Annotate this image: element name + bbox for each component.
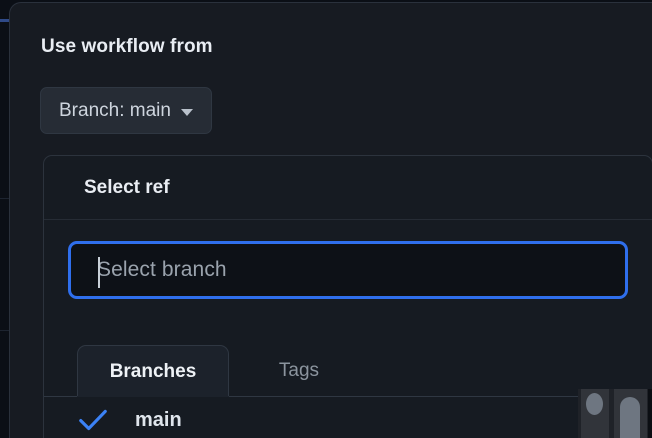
tab-branches[interactable]: Branches <box>77 345 229 397</box>
select-ref-title: Select ref <box>84 177 170 198</box>
chevron-down-icon <box>180 108 193 116</box>
check-icon <box>79 409 107 431</box>
tabs-underline <box>44 396 652 397</box>
backdrop-divider <box>0 330 14 331</box>
ref-tabs: Branches Tags <box>44 341 652 397</box>
tab-tags-label: Tags <box>278 360 320 381</box>
scrollbar-thumb[interactable] <box>620 397 640 438</box>
scrollbar-thumb[interactable] <box>586 393 603 415</box>
scrollbar-edge <box>648 389 652 438</box>
scrollbar-gutter <box>578 389 581 438</box>
branch-list: main <box>44 397 652 438</box>
backdrop-divider <box>0 198 14 199</box>
branch-selector-label: Branch: main <box>59 99 171 121</box>
vertical-scrollbar[interactable] <box>578 389 652 438</box>
list-item[interactable]: main <box>44 397 652 438</box>
use-workflow-from-dialog: Use workflow from Branch: main Select re… <box>9 2 652 438</box>
select-branch-placeholder: Select branch <box>97 258 227 281</box>
select-branch-input[interactable]: Select branch <box>68 241 628 299</box>
select-ref-panel: Select ref Select branch Branches Tags <box>43 155 652 438</box>
branch-selector-button[interactable]: Branch: main <box>40 87 212 134</box>
active-tab-underline-cut <box>77 396 229 397</box>
branch-name: main <box>135 408 182 431</box>
tab-branches-label: Branches <box>109 360 197 382</box>
backdrop-accent-bar <box>0 19 9 22</box>
page-title: Use workflow from <box>41 36 213 57</box>
scrollbar-gutter <box>609 389 614 438</box>
tab-tags[interactable]: Tags <box>239 345 359 397</box>
text-cursor <box>98 257 100 288</box>
select-ref-header: Select ref <box>44 156 652 220</box>
